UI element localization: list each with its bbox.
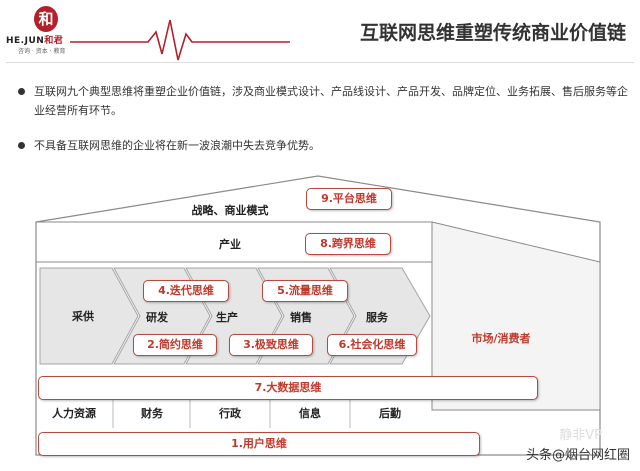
watermark-ghost: 静非VP (559, 428, 602, 443)
brand-logo-icon: 和 (34, 6, 58, 32)
industry-label: 产业 (219, 238, 241, 251)
chevron-purchase (39, 267, 139, 365)
support-label-finance: 财务 (141, 407, 163, 420)
thinking-box-social: 6.社会化思维 (327, 334, 417, 356)
strategy-label: 战略、商业模式 (191, 204, 269, 217)
brand-name-latin: HE.JUN (6, 36, 45, 46)
chain-label-purchase: 采供 (72, 310, 94, 323)
bullet-item: 不具备互联网思维的企业将在新一波浪潮中失去竞争优势。 (18, 136, 628, 155)
market-arrow-shape (431, 221, 601, 411)
brand-tagline: 咨询 · 资本 · 教育 (18, 48, 66, 55)
bullet-dot-icon (18, 142, 25, 149)
thinking-box-platform: 9.平台思维 (306, 188, 392, 210)
support-label-info: 信息 (299, 407, 321, 420)
support-label-hr: 人力资源 (52, 407, 96, 420)
support-dividers (112, 400, 351, 428)
chain-label-production: 生产 (216, 311, 238, 324)
page-title: 互联网思维重塑传统商业价值链 (359, 22, 626, 44)
chain-label-service: 服务 (366, 311, 388, 324)
market-label: 市场/消费者 (471, 332, 531, 345)
heartbeat-line-icon (70, 19, 290, 61)
thinking-box-traffic: 5.流量思维 (262, 280, 348, 302)
support-label-admin: 行政 (219, 407, 241, 420)
support-label-logistics: 后勤 (379, 407, 401, 420)
bullet-item: 互联网九个典型思维将重塑企业价值链，涉及商业模式设计、产品线设计、产品开发、品牌… (18, 82, 628, 120)
bullet-dot-icon (18, 88, 25, 95)
brand-name-cn: 和君 (44, 36, 64, 46)
brand-name: HE.JUN和君 (6, 33, 63, 46)
thinking-box-extreme: 3.极致思维 (229, 334, 313, 356)
chain-label-sales: 销售 (290, 311, 312, 324)
header-divider (6, 62, 634, 63)
watermark: 头条@烟台网红圈 (525, 448, 630, 463)
thinking-bar-bigdata: 7.大数据思维 (38, 376, 538, 400)
chain-label-rnd: 研发 (146, 311, 168, 324)
thinking-box-crossover: 8.跨界思维 (305, 233, 391, 255)
thinking-bar-user: 1.用户思维 (38, 432, 480, 456)
thinking-box-iteration: 4.迭代思维 (143, 280, 229, 302)
thinking-box-simplicity: 2.简约思维 (133, 334, 217, 356)
